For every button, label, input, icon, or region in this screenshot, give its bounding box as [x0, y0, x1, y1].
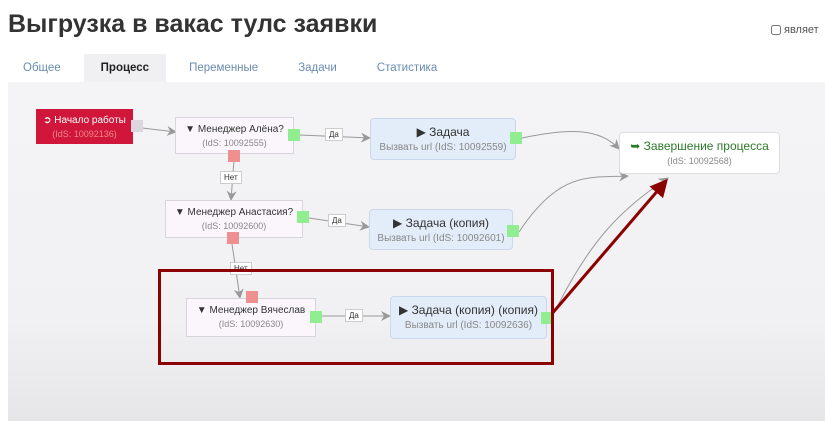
task1-sub: Вызвать url (IdS: 10092559) [379, 142, 507, 153]
start-port[interactable] [131, 120, 143, 132]
vyacheslav-id: (IdS: 10092630) [218, 319, 284, 329]
task3-sub: Вызвать url (IdS: 10092636) [404, 320, 533, 331]
edge-label-yes: Да [328, 214, 346, 227]
anastasia-yes-port[interactable] [297, 211, 309, 223]
checkbox-label: являет [784, 24, 819, 36]
tab-variables[interactable]: Переменные [189, 62, 259, 74]
vyacheslav-yes-port[interactable] [310, 311, 322, 323]
anastasia-id: (IdS: 10092600) [201, 221, 267, 231]
tab-tasks[interactable]: Задачи [298, 62, 337, 74]
tab-general[interactable]: Общее [23, 62, 61, 74]
task2-sub: Вызвать url (IdS: 10092601) [377, 233, 505, 244]
edge-label-no: Нет [220, 171, 242, 184]
alena-id: (IdS: 10092555) [202, 138, 267, 148]
tab-process[interactable]: Процесс [83, 54, 167, 82]
node-task[interactable]: ▶ Задача Вызвать url (IdS: 10092559) [370, 118, 516, 160]
alena-no-port[interactable] [228, 150, 240, 162]
start-title: ➲ Начало работы [43, 115, 126, 126]
edge-task1-end [521, 131, 620, 150]
node-end[interactable]: ➥ Завершение процесса (IdS: 10092568) [619, 132, 780, 174]
alena-title: Менеджер Алёна? [197, 124, 284, 135]
highlight-arrow [548, 178, 668, 317]
edge-label-yes: Да [325, 128, 343, 141]
edge-label-yes: Да [345, 309, 363, 322]
node-start[interactable]: ➲ Начало работы (IdS: 10092136) [36, 109, 133, 144]
tab-statistics[interactable]: Статистика [376, 62, 438, 74]
task1-port[interactable] [510, 132, 522, 144]
end-id: (IdS: 10092568) [667, 156, 732, 166]
start-id: (IdS: 10092136) [52, 129, 117, 139]
edge-start-alena [141, 125, 177, 136]
node-task-copy[interactable]: ▶ Задача (копия) Вызвать url (IdS: 10092… [369, 209, 513, 250]
edge-task2-end [518, 171, 629, 233]
node-manager-anastasia[interactable]: ▼ Менеджер Анастасия? (IdS: 10092600) [165, 200, 303, 238]
play-icon: ▶ [416, 125, 426, 139]
exit-icon: ➥ [630, 139, 641, 153]
vyacheslav-input-port[interactable] [246, 291, 258, 303]
task3-port[interactable] [541, 312, 553, 324]
checkbox-option[interactable]: являет [771, 24, 819, 36]
page-title: Выгрузка в вакас тулс заявки [8, 10, 378, 38]
anastasia-no-port[interactable] [227, 232, 239, 244]
alena-yes-port[interactable] [288, 129, 300, 141]
node-manager-alena[interactable]: ▼ Менеджер Алёна? (IdS: 10092555) [175, 117, 294, 154]
checkbox[interactable] [771, 25, 781, 35]
task2-port[interactable] [507, 225, 519, 237]
highlight-box [158, 269, 554, 365]
tab-bar: Общее Процесс Переменные Задачи Статисти… [6, 54, 460, 82]
